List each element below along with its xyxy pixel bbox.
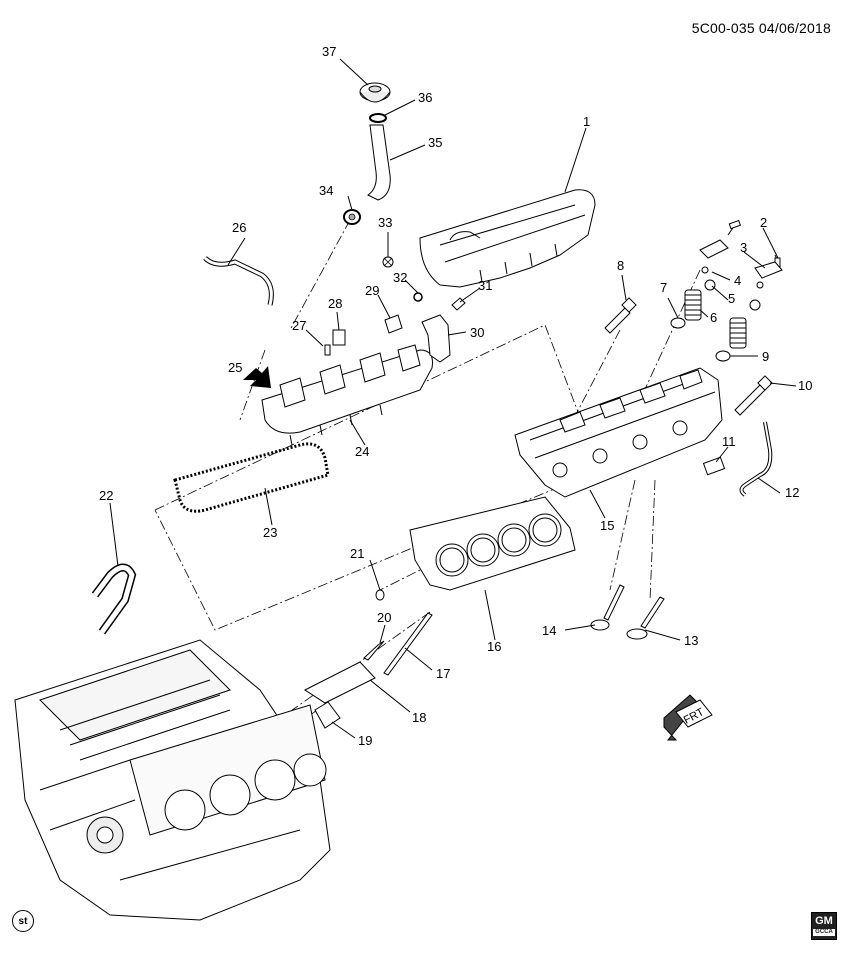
callout-21: 21	[350, 546, 364, 561]
valve-stem-seal-9	[715, 350, 731, 362]
callout-2: 2	[760, 215, 767, 230]
callout-23: 23	[263, 525, 277, 540]
callout-14: 14	[542, 623, 556, 638]
engine-block	[14, 639, 331, 921]
callout-33: 33	[378, 215, 392, 230]
guide-line-oilfill	[289, 219, 351, 331]
diagram-header: 5C00-035 04/06/2018	[692, 20, 831, 36]
callout-36: 36	[418, 90, 432, 105]
gm-logo-subtext: GCCA	[813, 929, 835, 936]
guide-line-cover	[154, 324, 601, 631]
fastener-33	[382, 256, 394, 268]
leader-lines	[109, 58, 797, 739]
callout-25: 25	[228, 360, 242, 375]
grommet-32	[413, 292, 423, 302]
callout-34: 34	[319, 183, 333, 198]
coolant-sensor	[702, 456, 726, 476]
callout-11: 11	[722, 434, 736, 449]
valve-springs	[684, 289, 747, 349]
valve-stem-seal-7	[670, 317, 686, 329]
callout-5: 5	[728, 291, 735, 306]
callout-3: 3	[740, 240, 747, 255]
callout-35: 35	[428, 135, 442, 150]
gm-logo-text: GM	[815, 915, 833, 927]
callout-10: 10	[798, 378, 812, 393]
cylinder-head-bolt-8	[604, 297, 637, 334]
sensor-29	[384, 314, 403, 334]
gm-logo: GM GCCA	[811, 912, 837, 940]
bolt-27	[324, 344, 331, 356]
front-direction-indicator: FRT	[663, 694, 713, 741]
bolt-28	[332, 329, 346, 346]
callout-37: 37	[322, 44, 336, 59]
callout-4: 4	[734, 273, 741, 288]
callout-32: 32	[393, 270, 407, 285]
st-badge: st	[12, 910, 34, 932]
cylinder-head	[514, 367, 723, 498]
callout-27: 27	[292, 318, 306, 333]
bolt-20	[363, 640, 385, 661]
callout-17: 17	[436, 666, 450, 681]
direction-arrow-25	[243, 366, 271, 388]
valve-cover-upper	[419, 189, 596, 288]
callout-7: 7	[660, 280, 667, 295]
doc-code: 5C00-035	[691, 20, 755, 36]
valve-cover-lower	[261, 344, 433, 446]
callout-16: 16	[487, 639, 501, 654]
guide-line-valves-2	[649, 479, 656, 601]
valve-cover-gasket	[173, 442, 330, 513]
callout-31: 31	[478, 278, 492, 293]
callout-9: 9	[762, 349, 769, 364]
callout-19: 19	[358, 733, 372, 748]
valve-lifter	[314, 701, 341, 729]
callout-29: 29	[365, 283, 379, 298]
callout-13: 13	[684, 633, 698, 648]
callout-30: 30	[470, 325, 484, 340]
dowel-pin	[375, 589, 385, 601]
callout-24: 24	[355, 444, 369, 459]
oil-fill-seal	[369, 113, 387, 123]
callout-12: 12	[785, 485, 799, 500]
oil-fill-grommet	[343, 209, 361, 225]
cylinder-head-bolt-10	[734, 375, 773, 416]
callout-26: 26	[232, 220, 246, 235]
callout-1: 1	[583, 114, 590, 129]
pushrod	[383, 612, 433, 676]
callout-6: 6	[710, 310, 717, 325]
lifter-guide	[304, 661, 376, 704]
oil-fill-cap	[359, 82, 391, 103]
callout-15: 15	[600, 518, 614, 533]
rocker-arm-assembly	[699, 219, 783, 311]
callout-22: 22	[99, 488, 113, 503]
callout-20: 20	[377, 610, 391, 625]
guide-line-valves	[609, 479, 636, 591]
callout-28: 28	[328, 296, 342, 311]
intake-valve	[590, 584, 625, 631]
ignition-coil	[421, 314, 451, 363]
doc-date: 04/06/2018	[758, 20, 831, 36]
oil-fill-tube	[367, 124, 391, 201]
cylinder-head-gasket	[409, 496, 576, 591]
callout-8: 8	[617, 258, 624, 273]
exhaust-valve	[626, 596, 665, 640]
callout-18: 18	[412, 710, 426, 725]
callout-labels: 1 2 3 4 5 6 7 8 9 10 11 12 13 14 15 16 1…	[99, 44, 812, 748]
